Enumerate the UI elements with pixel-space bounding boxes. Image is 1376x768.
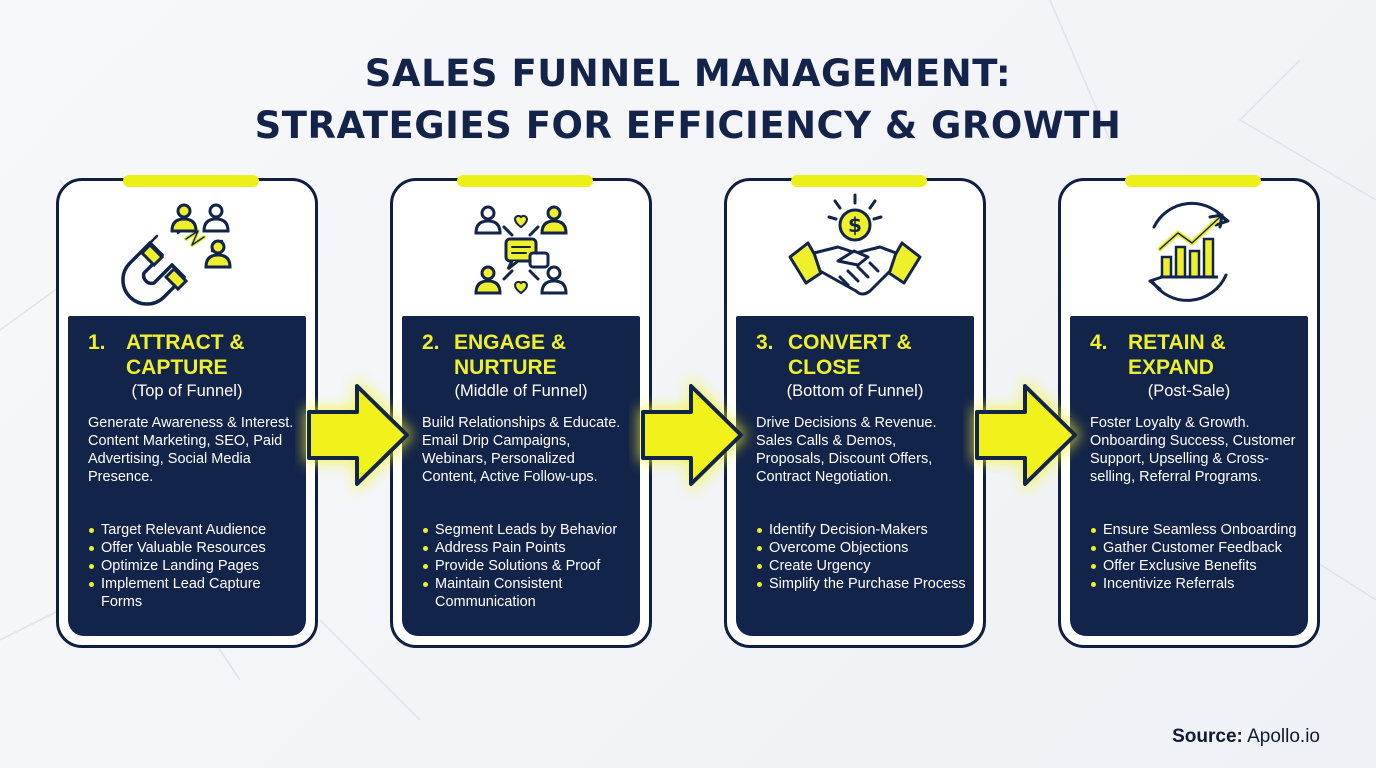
bullet-item: Offer Exclusive Benefits <box>1090 557 1305 575</box>
card-tab <box>791 175 927 187</box>
stage-number: 3. <box>756 331 774 354</box>
stage-subtitle: (Middle of Funnel) <box>454 382 588 400</box>
bullet-item: Implement Lead Capture Forms <box>88 575 303 611</box>
source-value: Apollo.io <box>1247 726 1320 747</box>
stage-bullets: Identify Decision-Makers Overcome Object… <box>756 521 971 593</box>
stage-card-convert: $ 3. CONVERT & CLOSE (Bottom of Funnel) … <box>724 175 986 648</box>
stage-bullets: Segment Leads by Behavior Address Pain P… <box>422 521 637 611</box>
bullet-item: Maintain Consistent Communication <box>422 575 637 611</box>
stage-description: Foster Loyalty & Growth. Onboarding Succ… <box>1090 415 1296 485</box>
arrow-right-icon <box>305 378 413 492</box>
handshake-dollar-icon: $ <box>727 191 983 316</box>
bullet-item: Ensure Seamless Onboarding <box>1090 521 1305 539</box>
stage-card-engage: 2. ENGAGE & NURTURE (Middle of Funnel) B… <box>390 175 652 648</box>
title-line-1: SALES FUNNEL MANAGEMENT: <box>364 52 1012 95</box>
stage-description: Generate Awareness & Interest. Content M… <box>88 415 294 485</box>
stage-number: 4. <box>1090 331 1108 354</box>
stage-panel: 4. RETAIN & EXPAND (Post-Sale) Foster Lo… <box>1070 316 1308 636</box>
page-title: SALES FUNNEL MANAGEMENT: STRATEGIES FOR … <box>0 48 1376 152</box>
svg-text:$: $ <box>848 213 862 237</box>
bullet-item: Address Pain Points <box>422 539 637 557</box>
arrow-right-icon <box>639 378 747 492</box>
bullet-item: Identify Decision-Makers <box>756 521 971 539</box>
stage-subtitle: (Post-Sale) <box>1147 382 1231 400</box>
stage-card-retain: 4. RETAIN & EXPAND (Post-Sale) Foster Lo… <box>1058 175 1320 648</box>
bullet-item: Incentivize Referrals <box>1090 575 1305 593</box>
bullet-item: Provide Solutions & Proof <box>422 557 637 575</box>
source-credit: Source: Apollo.io <box>1172 726 1320 748</box>
stage-title: ATTRACT & CAPTURE <box>126 331 245 379</box>
magnet-people-icon <box>59 191 315 316</box>
source-label: Source: <box>1172 726 1243 747</box>
bullet-item: Target Relevant Audience <box>88 521 303 539</box>
card-tab <box>457 175 593 187</box>
stage-title: ENGAGE & NURTURE <box>454 331 567 379</box>
bullet-item: Segment Leads by Behavior <box>422 521 637 539</box>
bullet-item: Offer Valuable Resources <box>88 539 303 557</box>
growth-chart-cycle-icon <box>1061 191 1317 316</box>
stage-panel: 3. CONVERT & CLOSE (Bottom of Funnel) Dr… <box>736 316 974 636</box>
stage-subtitle: (Top of Funnel) <box>131 382 243 400</box>
stage-panel: 1. ATTRACT & CAPTURE (Top of Funnel) Gen… <box>68 316 306 636</box>
bullet-item: Create Urgency <box>756 557 971 575</box>
card-tab <box>123 175 259 187</box>
card-tab <box>1125 175 1261 187</box>
title-line-2: STRATEGIES FOR EFFICIENCY & GROWTH <box>254 104 1122 147</box>
stage-bullets: Ensure Seamless Onboarding Gather Custom… <box>1090 521 1305 593</box>
stage-description: Drive Decisions & Revenue. Sales Calls &… <box>756 415 937 485</box>
stage-title: CONVERT & CLOSE <box>788 331 912 379</box>
stage-number: 1. <box>88 331 106 354</box>
stage-card-attract: 1. ATTRACT & CAPTURE (Top of Funnel) Gen… <box>56 175 318 648</box>
arrow-right-icon <box>973 378 1081 492</box>
stage-number: 2. <box>422 331 440 354</box>
people-chat-network-icon <box>393 191 649 316</box>
stage-title: RETAIN & EXPAND <box>1128 331 1226 379</box>
stage-panel: 2. ENGAGE & NURTURE (Middle of Funnel) B… <box>402 316 640 636</box>
stage-bullets: Target Relevant Audience Offer Valuable … <box>88 521 303 611</box>
bullet-item: Optimize Landing Pages <box>88 557 303 575</box>
bullet-item: Overcome Objections <box>756 539 971 557</box>
stage-description: Build Relationships & Educate. Email Dri… <box>422 415 621 485</box>
stage-subtitle: (Bottom of Funnel) <box>786 382 924 400</box>
bullet-item: Gather Customer Feedback <box>1090 539 1305 557</box>
bullet-item: Simplify the Purchase Process <box>756 575 971 593</box>
